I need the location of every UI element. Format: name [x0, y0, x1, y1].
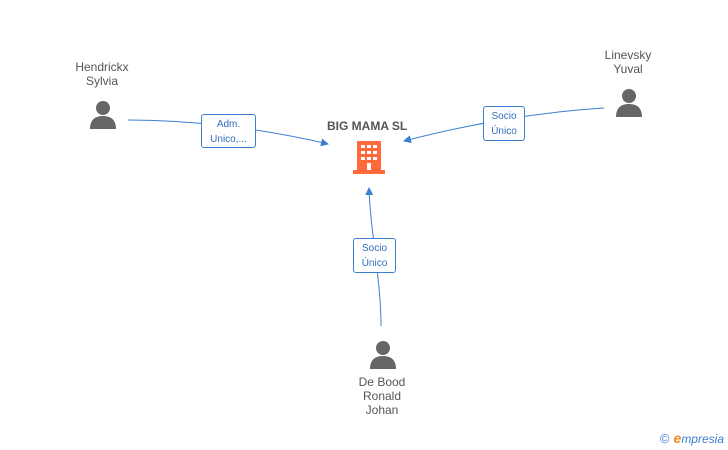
- person-name-debood[interactable]: De Bood Ronald Johan: [346, 375, 418, 417]
- person-first-line: De Bood: [358, 375, 406, 389]
- role-box-debood[interactable]: Socio Único: [353, 238, 396, 273]
- person-second-line: Sylvia: [85, 74, 118, 88]
- role-first-line: Adm.: [216, 119, 241, 130]
- person-name-hendrickx[interactable]: Hendrickx Sylvia: [66, 60, 138, 88]
- role-second-line: Único: [361, 258, 388, 269]
- company-name[interactable]: BIG MAMA SL: [327, 119, 408, 133]
- copyright-symbol: ©: [659, 431, 670, 446]
- building-icon[interactable]: [352, 139, 386, 175]
- person-second-line: Yuval: [613, 62, 643, 76]
- role-second-line: Único: [491, 126, 517, 137]
- brand-initial: e: [673, 430, 682, 446]
- person-icon[interactable]: [368, 339, 398, 369]
- role-second-line: Unico,...: [210, 134, 247, 145]
- person-name-linevsky[interactable]: Linevsky Yuval: [592, 48, 664, 76]
- empresia-logo: ©empresia: [660, 430, 724, 446]
- person-first-line: Hendrickx: [75, 60, 129, 74]
- person-first-line: Linevsky: [604, 48, 652, 62]
- role-box-linevsky[interactable]: Socio Único: [483, 106, 525, 141]
- person-second-line: Ronald: [362, 389, 402, 403]
- role-first-line: Socio: [491, 111, 517, 122]
- role-first-line: Socio: [361, 243, 387, 254]
- person-icon[interactable]: [88, 99, 118, 129]
- brand-name: mpresia: [681, 432, 724, 446]
- person-icon[interactable]: [614, 87, 644, 117]
- role-box-hendrickx[interactable]: Adm. Unico,...: [201, 114, 256, 148]
- person-third-line: Johan: [365, 403, 399, 417]
